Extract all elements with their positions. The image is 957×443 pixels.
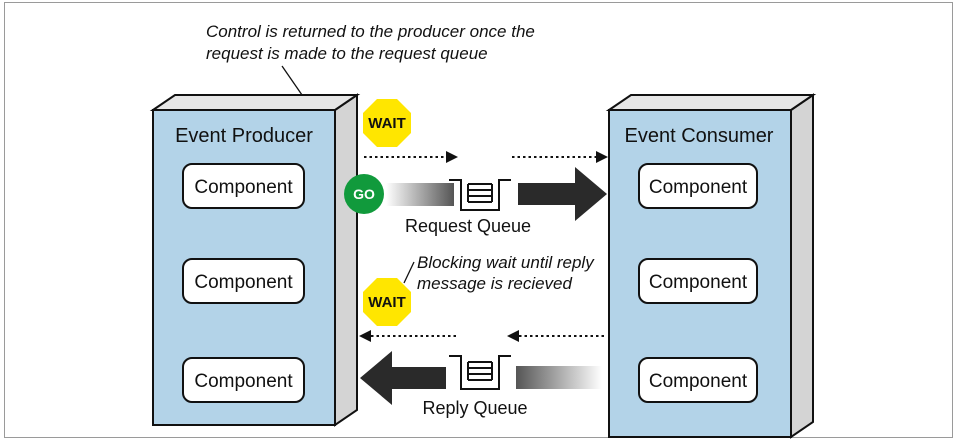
annotation-blocking-line-2: message is recieved <box>417 274 573 293</box>
request-dotted-arrowhead-right <box>596 151 608 163</box>
wait-octagon-middle <box>363 278 411 326</box>
consumer-title: Event Consumer <box>625 125 774 147</box>
request-gradient-bar <box>386 183 454 206</box>
producer-box-top <box>149 94 361 111</box>
annotation-blocking-pointer <box>403 261 415 284</box>
request-queue-label: Request Queue <box>405 216 531 236</box>
consumer-component-1-label: Component <box>649 177 748 198</box>
diagram-frame <box>4 2 953 438</box>
reply-dotted-arrowhead-left <box>359 330 371 342</box>
reply-gradient-bar <box>516 366 602 389</box>
wait-sign-top: WAIT <box>363 99 411 147</box>
event-consumer-box: Event Consumer Component Component Compo… <box>605 93 817 439</box>
annotation-line-2: request is made to the request queue <box>206 44 488 63</box>
reply-arrow <box>360 351 446 405</box>
annotation-line-1: Control is returned to the producer once… <box>206 22 535 41</box>
reply-queue-label: Reply Queue <box>422 398 527 418</box>
event-producer-box: Event Producer Component Component Compo… <box>149 93 361 427</box>
producer-title: Event Producer <box>175 125 313 147</box>
wait-label-top: WAIT <box>368 115 406 132</box>
producer-component-1-label: Component <box>194 177 293 198</box>
go-label: GO <box>353 186 375 202</box>
consumer-component-2-label: Component <box>649 272 748 293</box>
reply-dotted-arrowhead-right <box>507 330 519 342</box>
wait-sign-middle: WAIT <box>363 278 411 326</box>
reply-queue-icon <box>449 355 511 390</box>
consumer-component-3-label: Component <box>649 371 748 392</box>
consumer-component-1 <box>638 163 758 209</box>
wait-octagon-top <box>363 99 411 147</box>
annotation-control-returned: Control is returned to the producer once… <box>206 22 540 63</box>
producer-component-2 <box>182 258 305 304</box>
producer-component-1 <box>182 163 305 209</box>
request-queue-icon <box>449 179 511 211</box>
consumer-component-2 <box>638 258 758 304</box>
consumer-box-top <box>605 94 817 111</box>
consumer-component-3 <box>638 357 758 403</box>
go-circle <box>344 174 384 214</box>
producer-component-3 <box>182 357 305 403</box>
producer-box-side <box>334 93 358 427</box>
annotation-blocking-wait: Blocking wait until reply message is rec… <box>417 253 598 293</box>
annotation-blocking-line-1: Blocking wait until reply <box>417 253 595 272</box>
producer-component-2-label: Component <box>194 272 293 293</box>
go-signal: GO <box>344 174 384 214</box>
wait-label-middle: WAIT <box>368 294 406 311</box>
request-dotted-arrowhead-left <box>446 151 458 163</box>
consumer-box-side <box>790 93 814 439</box>
producer-component-3-label: Component <box>194 371 293 392</box>
request-arrow <box>518 167 607 221</box>
